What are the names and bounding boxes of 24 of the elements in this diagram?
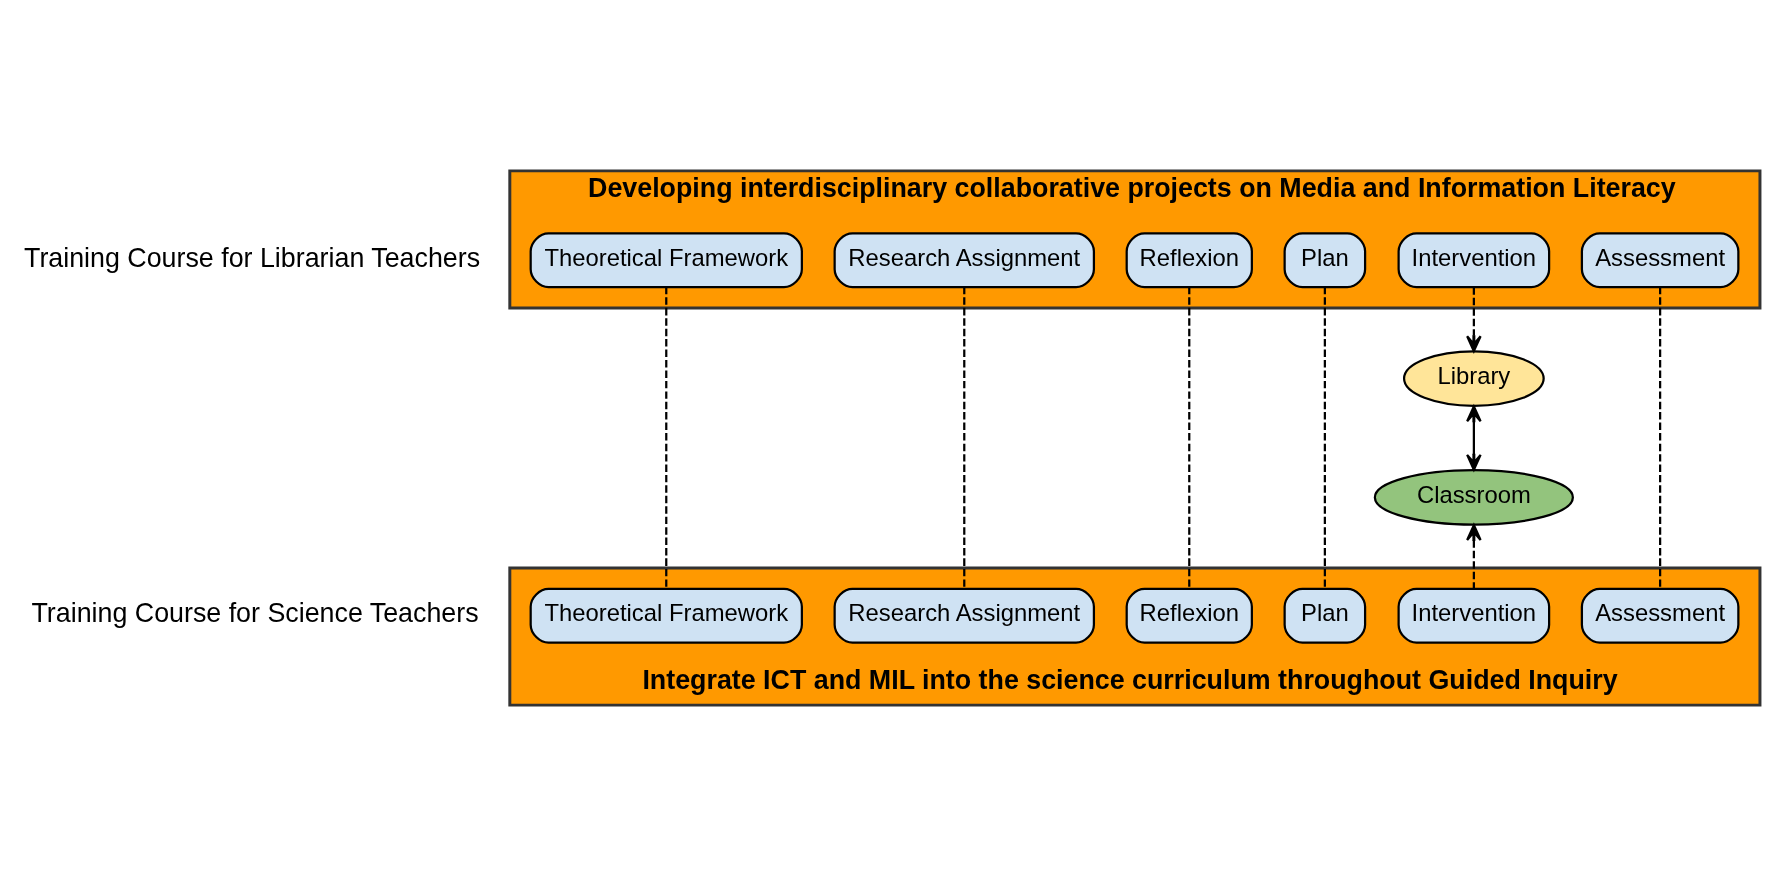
node-box: Reflexion xyxy=(1125,231,1253,288)
node-label: Training Course for Science Teachers xyxy=(31,597,479,628)
arrow xyxy=(1466,286,1482,352)
node-box: Intervention xyxy=(1397,587,1551,644)
node-box: Research Assignment xyxy=(833,231,1096,288)
node-ellipse: Classroom xyxy=(1373,468,1574,526)
node-box: Research Assignment xyxy=(833,587,1096,644)
connector xyxy=(1659,286,1662,589)
connector xyxy=(1188,286,1191,589)
node-box: Reflexion xyxy=(1125,587,1253,644)
node-label: Training Course for Librarian Teachers xyxy=(24,242,481,273)
node-box: Plan xyxy=(1283,587,1367,644)
connector xyxy=(665,286,668,589)
connector xyxy=(963,286,966,589)
arrow xyxy=(1466,404,1482,471)
connector xyxy=(1323,286,1326,589)
arrow xyxy=(1466,523,1482,589)
node-ellipse: Library xyxy=(1402,349,1545,407)
node-box: Intervention xyxy=(1397,231,1551,288)
node-box: Theoretical Framework xyxy=(529,231,803,288)
node-box: Theoretical Framework xyxy=(529,587,803,644)
node-box: Assessment xyxy=(1580,587,1740,644)
node-box: Assessment xyxy=(1580,231,1740,288)
node-box: Plan xyxy=(1283,231,1367,288)
